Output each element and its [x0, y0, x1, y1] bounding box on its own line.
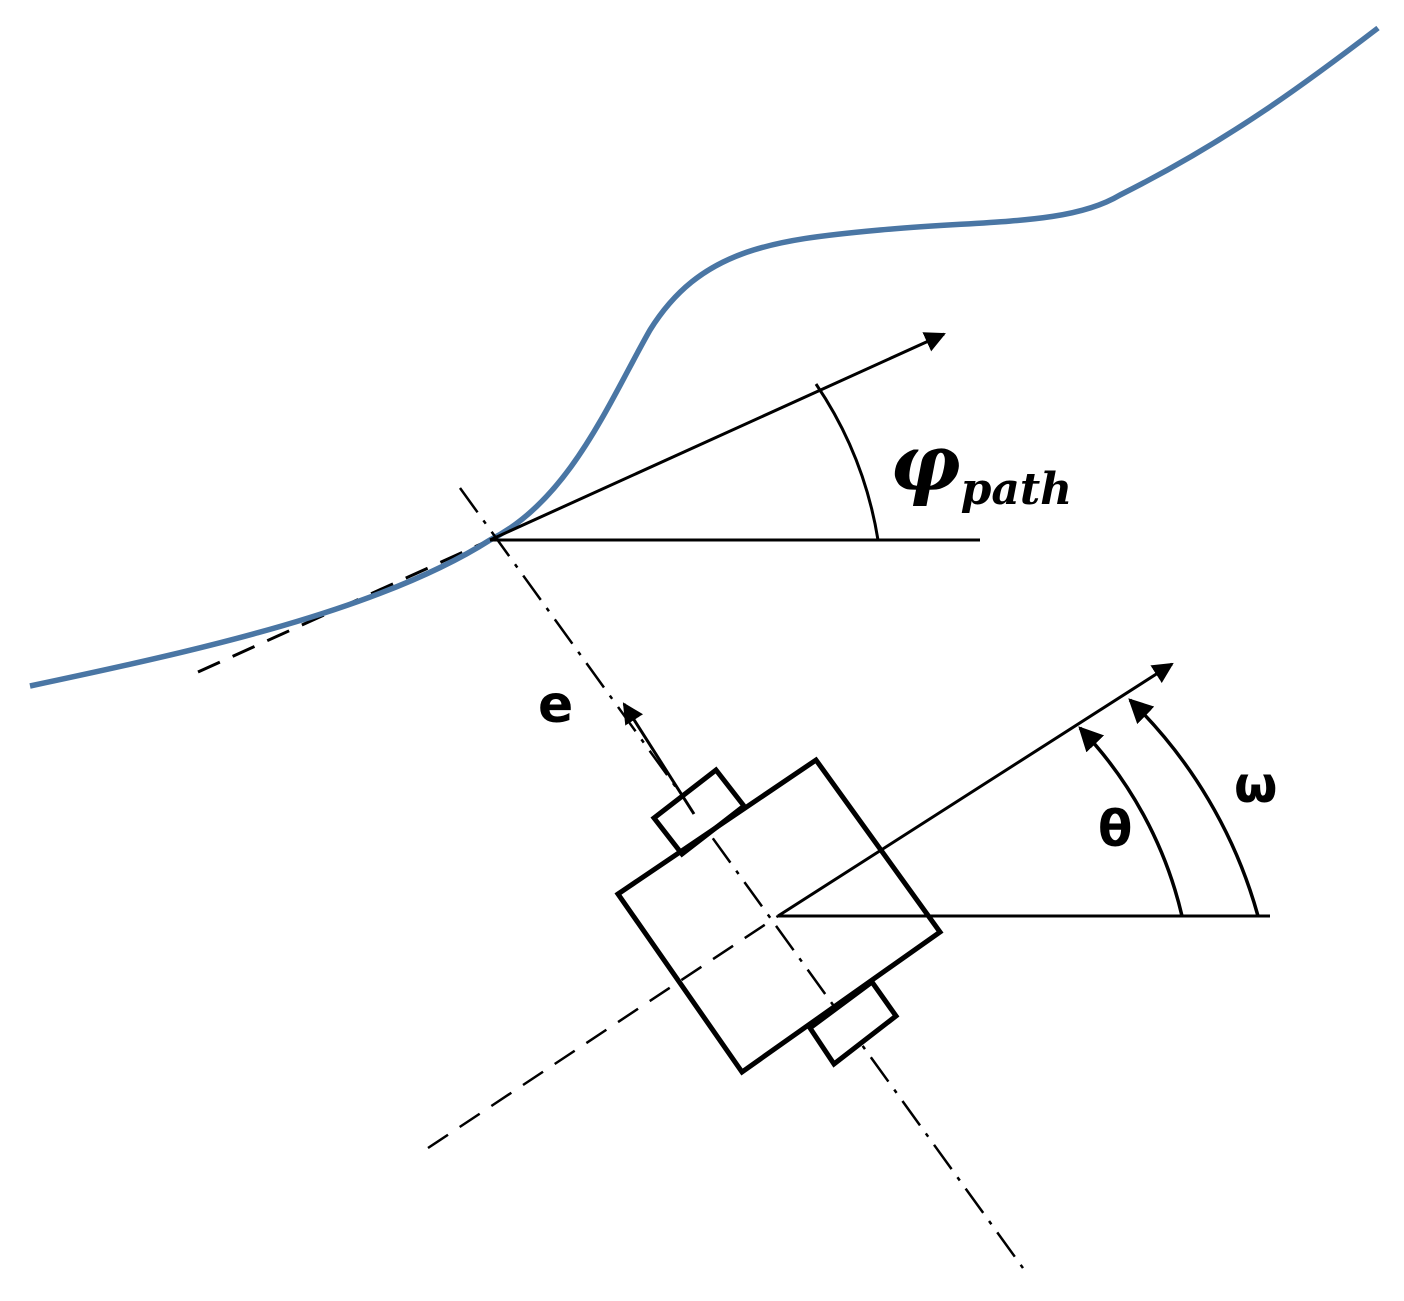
error-label: e: [538, 675, 573, 735]
theta-label: θ: [1098, 800, 1132, 858]
reference-path-curve: [29, 25, 1380, 689]
omega-label: ω: [1234, 756, 1277, 814]
robot-heading-arrow: [777, 662, 1174, 918]
error-vector-arrow: [622, 702, 696, 815]
normal-dashdot-line: [458, 487, 1030, 1276]
path-angle-label: φpath: [890, 418, 1072, 515]
theta-arc: [1078, 726, 1184, 917]
path-direction-arrow: [489, 332, 946, 542]
omega-arc: [1128, 698, 1260, 917]
path-angle-arc: [814, 383, 880, 541]
robot-axis-dashed-line: [427, 914, 779, 1150]
robot-body: [614, 756, 944, 1076]
